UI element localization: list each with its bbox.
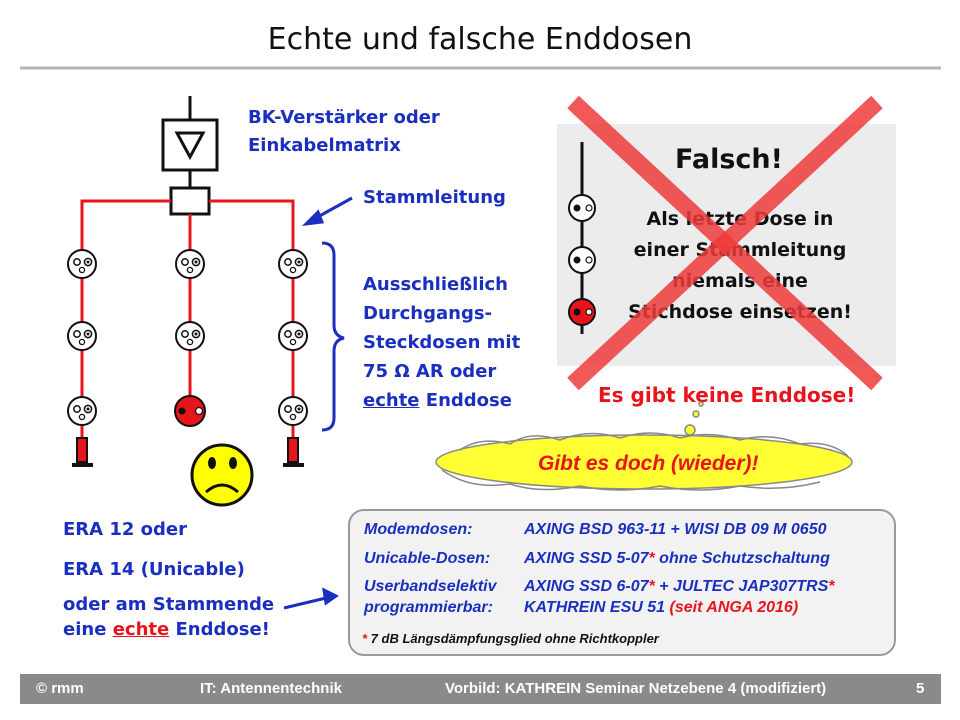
through-socket-icon <box>67 249 97 279</box>
amplifier-label: BK-Verstärker oder Einkabelmatrix <box>248 107 440 156</box>
terminator-resistor-icon <box>72 437 93 467</box>
through-socket-icon <box>67 321 97 351</box>
through-socket-icon <box>278 396 308 426</box>
thought-cloud <box>435 401 853 491</box>
no-terminal-note: Es gibt keine Enddose! <box>598 383 856 407</box>
through-socket-icon <box>175 249 205 279</box>
cloud-text: Gibt es doch (wieder)! <box>538 452 759 475</box>
footnote: * 7 dB Längsdämpfungsglied ohne Richtkop… <box>362 631 659 646</box>
wrong-example-diagram <box>568 142 596 334</box>
splitter-box <box>169 186 211 216</box>
through-socket-icon <box>175 321 205 351</box>
info-row: Unicable-Dosen:AXING SSD 5-07* ohne Schu… <box>364 550 830 567</box>
page-title: Echte und falsche Enddosen <box>267 22 693 57</box>
footer-course: IT: Antennentechnik <box>200 680 342 697</box>
through-socket-icon <box>67 396 97 426</box>
footer-copyright: © rmm <box>36 680 84 697</box>
sad-face-icon <box>190 443 254 507</box>
bracket <box>321 241 345 432</box>
arrow-icon <box>301 196 353 227</box>
trunk-end-label: oder am Stammende eine echte Enddose! <box>63 594 275 640</box>
stub-socket-icon <box>174 395 206 427</box>
info-row: Modemdosen:AXING BSD 963-11 + WISI DB 09… <box>364 521 827 538</box>
era-label-1: ERA 12 oder <box>63 519 188 540</box>
era-label-2: ERA 14 (Unicable) <box>63 559 245 580</box>
through-socket-icon <box>568 246 596 274</box>
wrong-title: Falsch! <box>675 144 783 175</box>
trunk-label: Stammleitung <box>363 187 506 208</box>
amplifier-triangle-icon <box>174 131 206 161</box>
page-number: 5 <box>916 680 925 697</box>
through-socket-icon <box>278 249 308 279</box>
through-socket-label: Ausschließlich Durchgangs- Steckdosen mi… <box>363 274 521 411</box>
terminator-resistor-icon <box>283 437 304 467</box>
info-row: programmierbar:KATHREIN ESU 51 (seit ANG… <box>364 599 799 616</box>
through-socket-icon <box>278 321 308 351</box>
stub-socket-icon <box>568 298 596 326</box>
footer-source: Vorbild: KATHREIN Seminar Netzebene 4 (m… <box>445 680 827 697</box>
amplifier-box <box>161 118 219 172</box>
cross-out-icon <box>567 95 883 391</box>
arrow-icon <box>283 587 339 610</box>
product-info-box: Modemdosen:AXING BSD 963-11 + WISI DB 09… <box>348 509 896 656</box>
through-socket-icon <box>568 194 596 222</box>
footer-bar: © rmm IT: Antennentechnik Vorbild: KATHR… <box>20 674 941 704</box>
trunk-lines <box>80 199 295 442</box>
